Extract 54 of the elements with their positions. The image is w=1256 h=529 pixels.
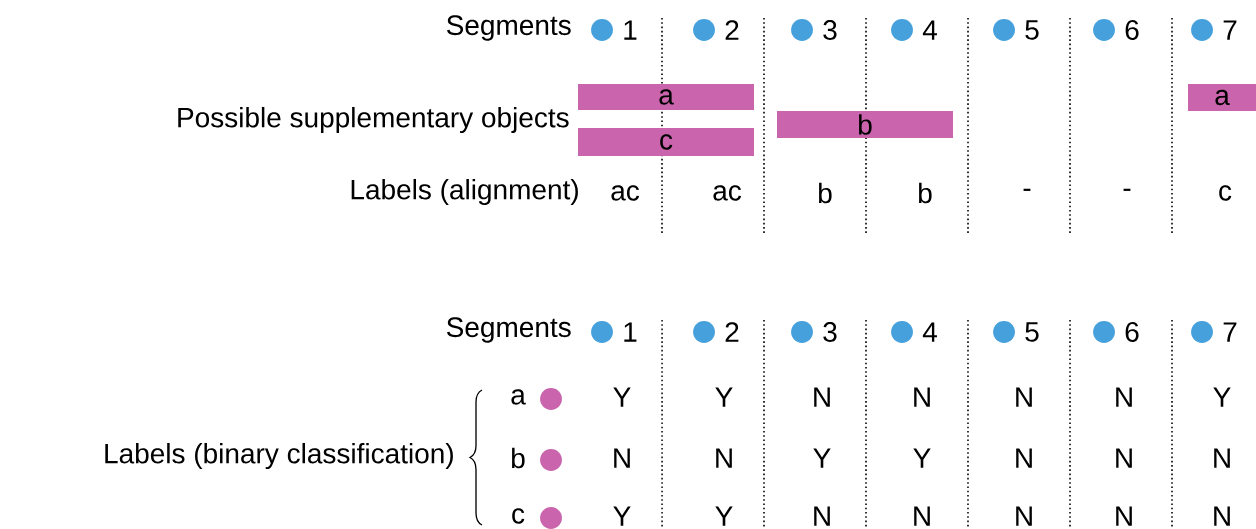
row-heading: Possible supplementary objects [178, 106, 569, 134]
class-value: N [1116, 387, 1132, 407]
class-value: N [1116, 448, 1132, 468]
segment-number: 3 [823, 322, 837, 342]
class-value: N [914, 387, 930, 407]
segment-number: 2 [725, 322, 739, 342]
class-value: N [914, 506, 930, 526]
alignment-label: ac [611, 185, 640, 201]
class-value: N [1214, 448, 1230, 468]
class-value: N [814, 387, 830, 407]
object-bar: a [1188, 84, 1256, 111]
row-heading: Segments [446, 317, 571, 343]
class-value: N [1116, 506, 1132, 526]
object-bar: a [578, 84, 754, 110]
object-bar: b [777, 111, 953, 138]
class-value: N [1214, 506, 1230, 526]
alignment-label: b [819, 182, 832, 204]
class-value: Y [813, 448, 831, 468]
segment-number: 5 [1025, 322, 1039, 342]
class-name: c [512, 508, 525, 524]
class-value: Y [913, 448, 931, 468]
row-heading: Labels (binary classification) [105, 442, 453, 470]
class-value: N [1016, 506, 1032, 526]
segment-number: 7 [1223, 322, 1237, 342]
segment-number: 7 [1223, 20, 1237, 40]
class-value: N [1016, 448, 1032, 468]
row-heading: Segments [446, 15, 571, 41]
segment-number: 4 [922, 322, 937, 342]
class-name: a [511, 389, 526, 405]
alignment-label: - [1023, 188, 1031, 191]
segment-number: 6 [1125, 322, 1139, 342]
class-value: N [814, 506, 830, 526]
class-value: Y [715, 387, 733, 407]
segment-number: 6 [1125, 20, 1139, 40]
segment-number: 4 [922, 20, 937, 40]
class-value: N [614, 448, 630, 468]
row-heading: Labels (alignment) [351, 178, 578, 206]
class-value: N [716, 448, 732, 468]
segment-number: 5 [1025, 20, 1039, 40]
class-name: b [512, 447, 525, 469]
class-value: Y [613, 506, 631, 526]
class-value: N [1016, 387, 1032, 407]
alignment-label: - [1123, 188, 1131, 191]
alignment-label: b [919, 182, 932, 204]
segment-number: 1 [624, 20, 637, 40]
segment-number: 2 [725, 20, 739, 40]
alignment-label: c [1219, 185, 1232, 201]
alignment-label: ac [713, 185, 742, 201]
class-value: Y [1213, 387, 1231, 407]
segment-number: 3 [823, 20, 837, 40]
object-bar: c [578, 128, 754, 156]
class-value: Y [715, 506, 733, 526]
class-value: Y [613, 387, 631, 407]
segment-number: 1 [624, 322, 637, 342]
